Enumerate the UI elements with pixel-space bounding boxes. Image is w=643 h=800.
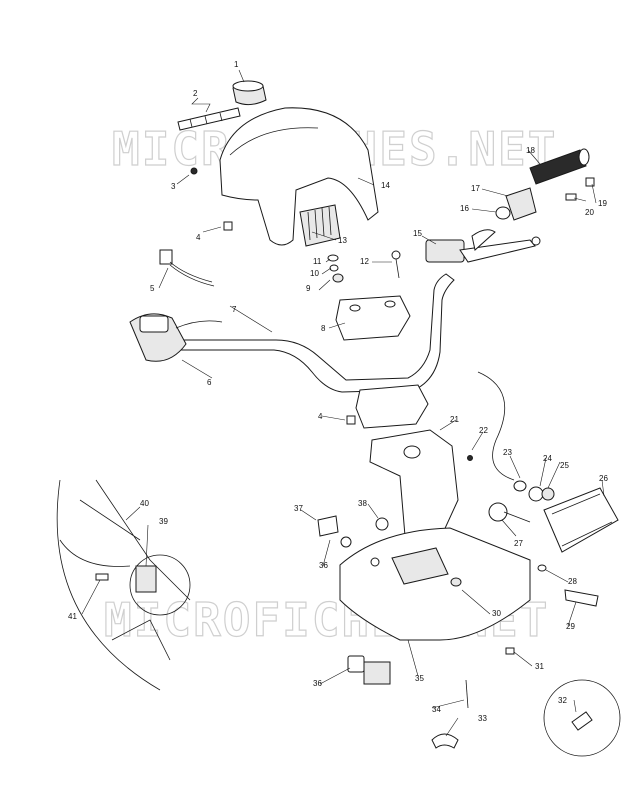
callout-8: 8 [321,324,326,333]
callout-1: 1 [234,60,239,69]
callout-33: 33 [478,714,487,723]
callout-23: 23 [503,448,512,457]
callout-16: 16 [460,204,469,213]
callout-34: 34 [432,705,441,714]
callout-37: 37 [294,504,303,513]
callout-18: 18 [526,146,535,155]
callout-38: 38 [358,499,367,508]
part-26-headlight [543,487,619,553]
part-19-end-cap [585,177,595,187]
callout-13: 13 [338,236,347,245]
part-20-screw [565,193,577,201]
callout-32: 32 [558,696,567,705]
part-4-clip-lower [346,415,356,425]
callouts: 1 2 3 4 5 6 7 8 9 10 11 12 13 14 15 16 1… [68,60,608,723]
callout-36-upper: 36 [319,561,328,570]
callout-25: 25 [560,461,569,470]
callout-30: 30 [492,609,501,618]
part-31-clip [505,647,515,655]
part-39-40-41-detail [56,479,191,691]
part-29-latch [564,589,599,607]
part-38-washer [375,517,389,531]
part-16-17-switch-housing [495,187,537,221]
callout-39: 39 [159,517,168,526]
callout-4-upper: 4 [196,233,201,242]
callout-6: 6 [207,378,212,387]
part-18-grip [529,148,590,185]
callout-31: 31 [535,662,544,671]
callout-4-lower: 4 [318,412,323,421]
part-25-ring [541,487,555,501]
part-30-nut [450,577,462,587]
callout-2: 2 [193,89,198,98]
part-36-switch-lower [347,655,391,685]
part-6-throttle [129,313,223,362]
part-2-switch-strips [177,107,241,131]
part-14-hood [219,107,379,246]
callout-15: 15 [413,229,422,238]
part-36-nut-upper [340,536,352,548]
callout-20: 20 [585,208,594,217]
part-8-clamp-upper [335,295,411,341]
callout-7: 7 [232,305,237,314]
callout-28: 28 [568,577,577,586]
part-8-clamp-lower [355,384,429,429]
callout-27: 27 [514,539,523,548]
part-34-screw [465,679,469,709]
part-9-10-11-nut-washers [327,254,344,283]
callout-21: 21 [450,415,459,424]
part-37-switch [317,515,339,537]
callout-22: 22 [479,426,488,435]
callout-41: 41 [68,612,77,621]
callout-26: 26 [599,474,608,483]
part-33-clamp [431,733,459,749]
callout-40: 40 [140,499,149,508]
part-22-screw [467,455,473,461]
part-12-bolt [391,250,401,279]
part-3-screw [190,167,198,175]
callout-17: 17 [471,184,480,193]
part-32-detail [543,679,621,757]
callout-10: 10 [310,269,319,278]
callout-19: 19 [598,199,607,208]
callout-11: 11 [313,257,322,266]
part-15-brake-lever [425,229,541,263]
callout-12: 12 [360,257,369,266]
callout-29: 29 [566,622,575,631]
part-4-clip-upper [223,221,233,231]
part-24-socket [528,486,544,502]
part-5-connector [159,249,215,287]
callout-36-lower: 36 [313,679,322,688]
part-28-grommet [537,564,547,572]
part-1-cap [232,80,267,106]
part-7-handlebar [179,273,455,393]
callout-3: 3 [171,182,176,191]
leader-lines [81,69,605,737]
callout-24: 24 [543,454,552,463]
callout-14: 14 [381,181,390,190]
callout-9: 9 [306,284,311,293]
part-35-pod [339,527,531,641]
part-23-bulb [477,371,527,492]
callout-5: 5 [150,284,155,293]
callout-35: 35 [415,674,424,683]
part-27-adjuster [488,502,531,523]
part-13-fuse-block [299,204,341,247]
